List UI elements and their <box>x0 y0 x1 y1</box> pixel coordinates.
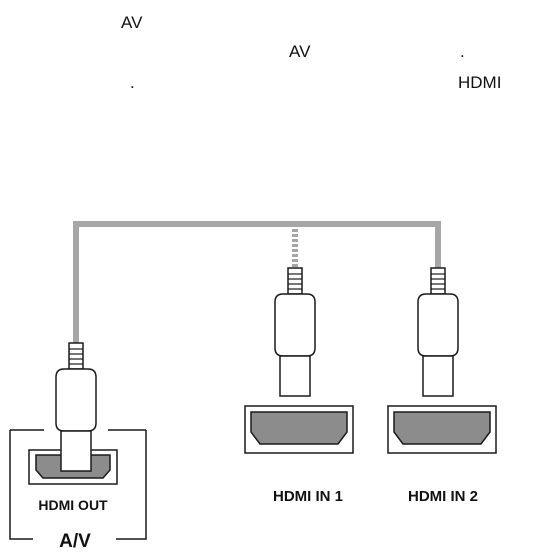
hdmi-plug-icon <box>274 267 316 397</box>
hdmi-out-label: HDMI OUT <box>38 497 108 513</box>
intro-av-text: AV <box>121 13 143 32</box>
instruction-period-2: . <box>130 73 135 92</box>
instruction-period-1: . <box>460 42 465 61</box>
instruction-hdmi-text: HDMI <box>458 73 502 92</box>
av-device-label: A/V <box>59 531 91 552</box>
hdmi-in-1-port[interactable] <box>244 405 354 454</box>
hdmi-in-2-label: HDMI IN 2 <box>408 488 478 505</box>
hdmi-plug-icon <box>55 342 97 472</box>
hdmi-cable <box>73 221 441 343</box>
instruction-av-text: AV <box>289 42 311 61</box>
hdmi-in-2-port[interactable] <box>387 405 497 454</box>
hdmi-plug-icon <box>417 267 459 397</box>
hdmi-in-1-label: HDMI IN 1 <box>273 488 343 505</box>
av-device: HDMI OUT A/V <box>9 429 147 552</box>
